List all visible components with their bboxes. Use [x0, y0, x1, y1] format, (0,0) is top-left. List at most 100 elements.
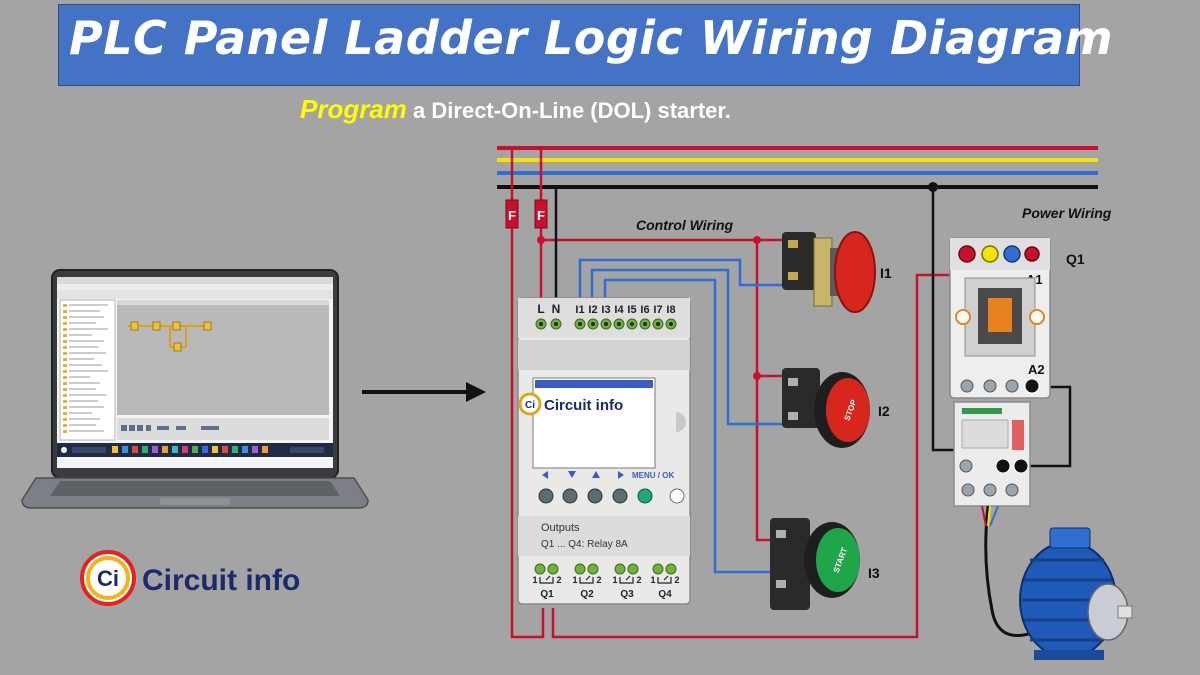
plc-lcd-header: [535, 380, 653, 388]
plc-key-ok[interactable]: [637, 488, 653, 504]
overload-aux-terminal-95: [995, 458, 1011, 474]
plc-relay-label: Q4: [658, 589, 672, 600]
svg-text:2: 2: [674, 575, 679, 585]
button-terminal: [788, 378, 798, 386]
plc-lcd-logo-text: Ci: [525, 400, 535, 411]
contactor-aux-left: [955, 309, 971, 325]
plc-key[interactable]: [612, 488, 628, 504]
button-terminal: [776, 530, 786, 538]
overload-reset[interactable]: [1012, 420, 1024, 450]
overload-terminal-u: [961, 483, 975, 497]
plc-input-label: I7: [653, 304, 662, 316]
motor-cable-cores: [981, 505, 999, 527]
wire-junctions: [537, 236, 761, 380]
contactor-a2-label: A2: [1028, 362, 1045, 377]
laptop-touchpad: [160, 498, 230, 505]
plc-input-label: I5: [627, 304, 636, 316]
contactor-coil-a1-terminal: [1024, 246, 1040, 262]
overload-terminal-v: [983, 483, 997, 497]
plc-key[interactable]: [538, 488, 554, 504]
stop-button[interactable]: STOP: [782, 368, 870, 448]
contactor-label: Q1: [1066, 251, 1085, 267]
plc-key[interactable]: [562, 488, 578, 504]
contactor-terminal-t1: [960, 379, 974, 393]
plc-input-label: I2: [588, 304, 597, 316]
svg-text:1: 1: [650, 575, 655, 585]
plc-keypad: [538, 488, 685, 504]
start-button-face[interactable]: [816, 528, 860, 592]
plc-lcd: [532, 377, 656, 469]
overload-dial: [961, 419, 1009, 449]
plc-input-label: I1: [575, 304, 584, 316]
overload-relay: [953, 401, 1031, 507]
motor-shaft: [1117, 605, 1133, 619]
software-toolbar: [57, 290, 333, 299]
overload-terminal-w: [1005, 483, 1019, 497]
overload-aux-terminal-96: [1013, 458, 1029, 474]
title-banner: PLC Panel Ladder Logic Wiring Diagram: [58, 4, 1113, 86]
svg-text:2: 2: [556, 575, 561, 585]
start-button[interactable]: START: [770, 518, 860, 610]
subtitle-rest: a Direct-On-Line (DOL) starter.: [413, 98, 731, 123]
plc-input-label: I3: [601, 304, 610, 316]
plc-outputs-title: Outputs: [541, 522, 580, 534]
plc-input-terminal-strip: [518, 298, 690, 338]
power-wiring-label: Power Wiring: [1022, 205, 1112, 221]
subtitle-keyword: Program: [300, 94, 407, 124]
plc-lcd-logo: [518, 392, 542, 416]
plc-outputs-sub: Q1 ... Q4: Relay 8A: [541, 539, 628, 550]
laptop: [21, 269, 369, 509]
contactor-aux-right: [1029, 309, 1045, 325]
motor-terminal-box: [1049, 527, 1091, 549]
plc-relay-label: Q3: [620, 589, 634, 600]
fuse-2: [534, 199, 548, 229]
contactor-terminal-t2: [983, 379, 997, 393]
page-subtitle: Program a Direct-On-Line (DOL) starter.: [300, 94, 731, 125]
svg-text:1: 1: [532, 575, 537, 585]
emergency-stop-button[interactable]: [782, 231, 876, 313]
plc-input-label: I6: [640, 304, 649, 316]
plc-relay-symbols: [539, 575, 672, 584]
function-palette-icons: [121, 425, 219, 431]
motor-feet: [1034, 650, 1104, 660]
contactor-terminal-t3: [1005, 379, 1019, 393]
page-title: PLC Panel Ladder Logic Wiring Diagram: [69, 11, 1114, 65]
button-contact-block: [782, 368, 820, 428]
button-terminal: [788, 240, 798, 248]
fuse-1-label: F: [508, 208, 516, 223]
mushroom-head[interactable]: [834, 231, 876, 313]
button-terminal: [788, 272, 798, 280]
plc-key-esc[interactable]: [669, 488, 685, 504]
contactor-terminal-l2: [981, 245, 999, 263]
brand-logo-ring-inner: [86, 556, 130, 600]
button-terminal: [788, 412, 798, 420]
plc-key[interactable]: [587, 488, 603, 504]
software-tree-lines: [69, 304, 108, 432]
motor-cable: [984, 505, 1071, 637]
plc-side-notch: [676, 412, 686, 432]
ladder-editor-header: [117, 300, 329, 305]
plc-output-terminals: [534, 563, 677, 575]
plc-terminal-screws: [539, 322, 673, 326]
taskbar-icons: [61, 446, 324, 453]
fuse-2-label: F: [537, 208, 545, 223]
plc-relay-labels: Q1 Q2 Q3 Q4: [540, 589, 672, 600]
software-tree-icons: [63, 304, 67, 433]
motor: [1019, 527, 1133, 660]
button-label-i2: I2: [878, 403, 890, 419]
software-titlebar: [57, 277, 333, 284]
brand-name: Circuit info: [142, 564, 300, 597]
brand-logo: Ci: [80, 550, 136, 606]
ladder-contacts: [130, 321, 212, 352]
stop-button-face[interactable]: [826, 378, 870, 442]
button-mount-ring: [813, 237, 833, 307]
button-label-i3: I3: [868, 565, 880, 581]
contactor-terminal-l1: [958, 245, 976, 263]
plc-relay-label: Q1: [540, 589, 554, 600]
plc-terminal-L: L: [537, 302, 544, 316]
button-contact-block: [782, 232, 816, 290]
brand-logo-text: Ci: [97, 566, 119, 591]
plc-output-panel: [518, 516, 690, 556]
